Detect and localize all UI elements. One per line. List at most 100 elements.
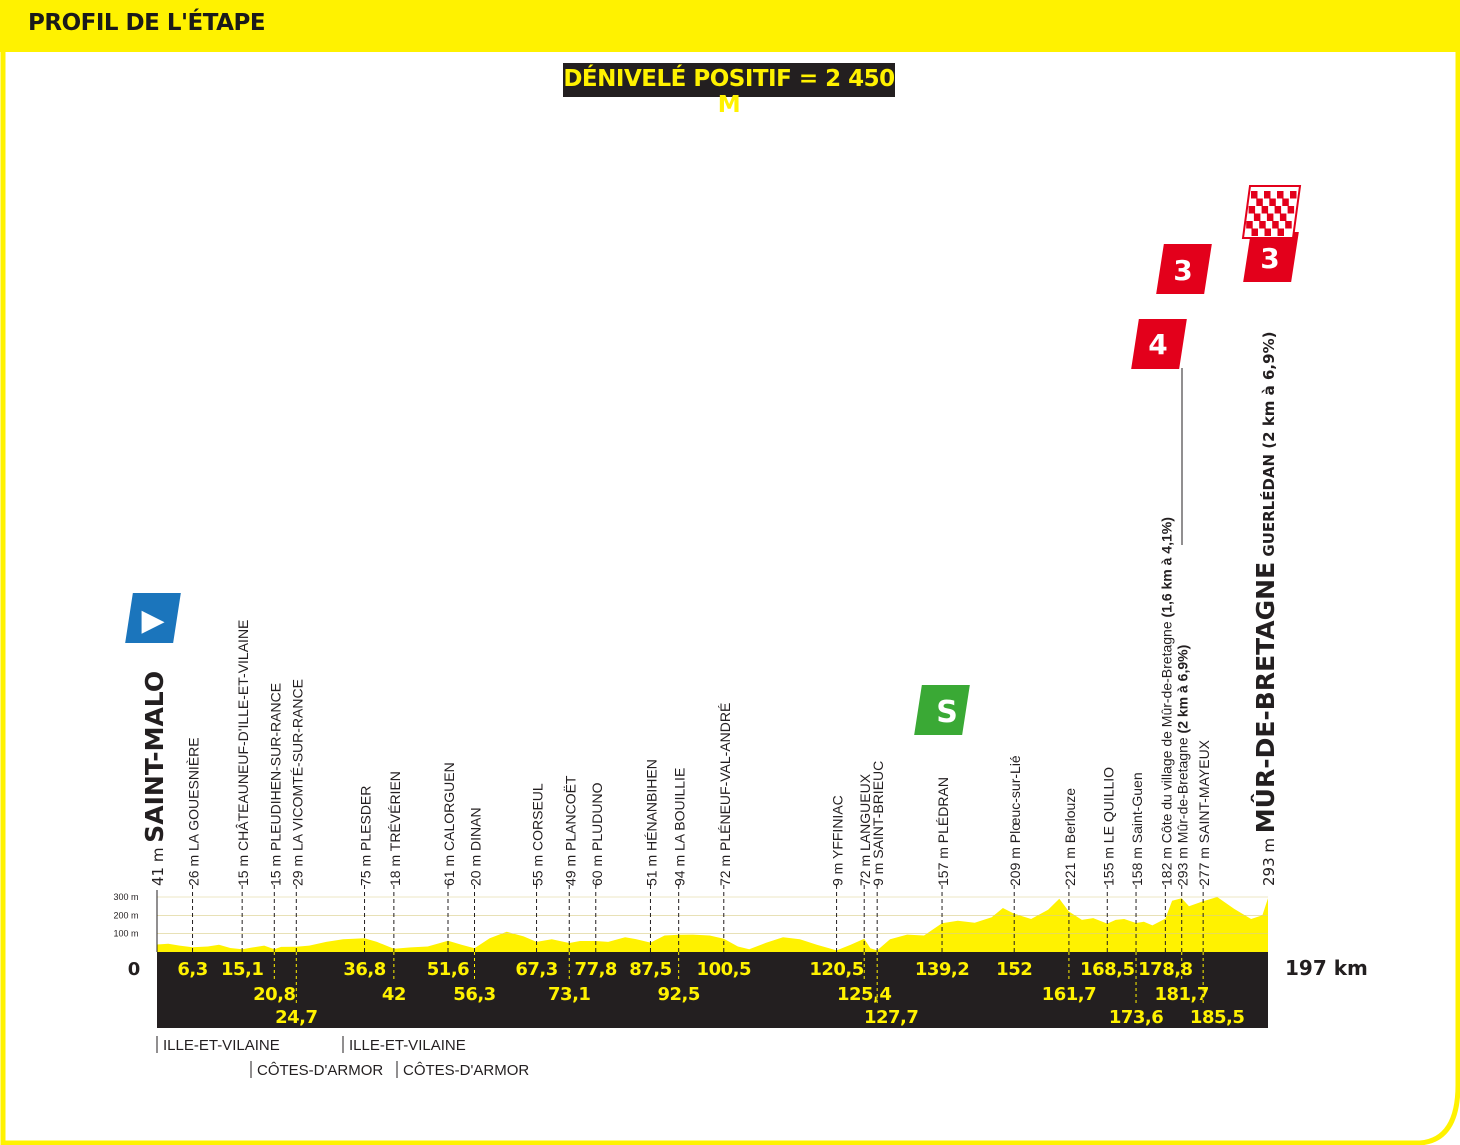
page-title: PROFIL DE L'ÉTAPE bbox=[28, 10, 266, 36]
waypoint-km-label: 185,5 bbox=[1190, 1007, 1244, 1028]
waypoint-km-label: 168,5 bbox=[1080, 959, 1134, 980]
waypoint-km-label: 87,5 bbox=[629, 959, 671, 980]
waypoint-label-group: 75 m PLESDER bbox=[358, 786, 374, 886]
waypoint-label: 293 m Mûr-de-Bretagne (2 km à 6,9%) bbox=[1175, 645, 1191, 886]
waypoint-name: Plœuc-sur-Lié bbox=[1007, 755, 1023, 843]
waypoint-label: 15 m CHÂTEAUNEUF-D'ILLE-ET-VILAINE bbox=[235, 620, 251, 886]
waypoint-extra: (1,6 km à 4,1%) bbox=[1158, 517, 1174, 621]
waypoint-label-group: 55 m CORSEUL bbox=[530, 783, 546, 886]
waypoint-altitude: 221 m bbox=[1062, 843, 1078, 886]
finish-flag-square bbox=[1256, 198, 1263, 206]
waypoint-label: 72 m LANGUEUX bbox=[857, 773, 873, 886]
finish-flag-square bbox=[1274, 206, 1282, 214]
finish-flag-square bbox=[1279, 213, 1287, 221]
waypoint-label-group: 277 m SAINT-MAYEUX bbox=[1196, 739, 1212, 886]
y-tick-label: 200 m bbox=[113, 910, 138, 920]
waypoint-name: PLUDUNO bbox=[589, 782, 605, 851]
waypoint-km-label: 42 bbox=[382, 984, 406, 1005]
waypoint-label: 94 m LA BOUILLIE bbox=[672, 768, 688, 886]
waypoint-km-label: 120,5 bbox=[809, 959, 863, 980]
waypoint-label-group: 15 m CHÂTEAUNEUF-D'ILLE-ET-VILAINE bbox=[235, 620, 251, 886]
waypoint-label: 293 m MÛR-DE-BRETAGNE GUERLÉDAN (2 km à … bbox=[1250, 332, 1280, 886]
waypoint-label-group: 49 m PLANCOËT bbox=[562, 775, 578, 886]
waypoint-name: CHÂTEAUNEUF-D'ILLE-ET-VILAINE bbox=[235, 620, 251, 851]
waypoint-name: YFFINIAC bbox=[830, 795, 846, 859]
waypoint-name: LE QUILLIO bbox=[1100, 767, 1116, 843]
waypoint-label: 9 m YFFINIAC bbox=[830, 795, 846, 886]
waypoint-altitude: 49 m bbox=[562, 851, 578, 886]
waypoint-km-label: 92,5 bbox=[657, 984, 699, 1005]
finish-flag-square bbox=[1253, 213, 1261, 221]
sprint-label: S bbox=[936, 695, 958, 730]
waypoint-km-label: 67,3 bbox=[515, 959, 557, 980]
waypoint-altitude: 293 m bbox=[1260, 833, 1278, 886]
waypoint-name: MÛR-DE-BRETAGNE bbox=[1250, 562, 1280, 833]
kom-cat3-finish-label: 3 bbox=[1260, 242, 1279, 275]
waypoint-name: PLÉDRAN bbox=[935, 777, 951, 843]
waypoint-name: DINAN bbox=[468, 807, 484, 851]
waypoint-altitude: 157 m bbox=[935, 843, 951, 886]
waypoint-label-group: 72 m PLÉNEUF-VAL-ANDRÉ bbox=[717, 703, 733, 886]
x-end-label: 197 km bbox=[1285, 956, 1368, 980]
waypoint-extra: (2 km à 6,9%) bbox=[1175, 645, 1191, 738]
waypoint-name: PLÉNEUF-VAL-ANDRÉ bbox=[717, 703, 733, 851]
finish-flag-square bbox=[1277, 228, 1284, 236]
header-bar: PROFIL DE L'ÉTAPE bbox=[0, 0, 1460, 52]
waypoint-altitude: 155 m bbox=[1100, 843, 1116, 886]
elevation-gain-banner: DÉNIVELÉ POSITIF = 2 450 M bbox=[563, 63, 895, 118]
waypoint-label: 29 m LA VICOMTÉ-SUR-RANCE bbox=[289, 679, 305, 886]
waypoint-name: Saint-Guen bbox=[1129, 772, 1145, 843]
waypoint-altitude: 94 m bbox=[672, 851, 688, 886]
waypoint-label-group: 51 m HÉNANBIHEN bbox=[643, 759, 659, 886]
waypoint-km-label: 125,4 bbox=[837, 984, 891, 1005]
waypoint-altitude: 51 m bbox=[643, 851, 659, 886]
start-arrow-icon: ▶ bbox=[141, 603, 164, 638]
waypoint-label-group: 9 m YFFINIAC bbox=[830, 795, 846, 886]
waypoint-altitude: 182 m bbox=[1158, 843, 1174, 886]
start-flag-icon bbox=[122, 591, 184, 645]
waypoint-altitude: 61 m bbox=[441, 851, 457, 886]
waypoint-name: Mûr-de-Bretagne bbox=[1175, 737, 1191, 843]
waypoint-label: 158 m Saint-Guen bbox=[1129, 772, 1145, 886]
waypoint-label: 60 m PLUDUNO bbox=[589, 782, 605, 886]
waypoint-label: 221 m Berlouze bbox=[1062, 788, 1078, 886]
finish-flag-square bbox=[1259, 221, 1266, 229]
kom-cat3-flag-icon bbox=[1153, 242, 1215, 296]
x-start-label: 0 bbox=[128, 959, 141, 980]
waypoint-altitude: 277 m bbox=[1196, 843, 1212, 886]
waypoint-name: LA BOUILLIE bbox=[672, 768, 688, 851]
finish-flag-icon bbox=[1241, 185, 1302, 239]
waypoint-altitude: 41 m bbox=[149, 843, 167, 886]
waypoint-altitude: 26 m bbox=[186, 851, 202, 886]
waypoint-label-group: 20 m DINAN bbox=[468, 807, 484, 886]
waypoint-name: Berlouze bbox=[1062, 788, 1078, 843]
waypoint-name: SAINT-MALO bbox=[140, 671, 169, 843]
waypoint-name: SAINT-MAYEUX bbox=[1196, 739, 1212, 843]
waypoint-km-label: 51,6 bbox=[427, 959, 469, 980]
waypoint-altitude: 20 m bbox=[468, 851, 484, 886]
waypoint-km-label: 181,7 bbox=[1154, 984, 1208, 1005]
waypoint-name: PLESDER bbox=[358, 786, 374, 851]
waypoint-label: 182 m Côte du village de Mûr-de-Bretagne… bbox=[1158, 517, 1174, 886]
finish-flag-square bbox=[1264, 228, 1271, 236]
department-label: CÔTES-D'ARMOR bbox=[257, 1062, 383, 1079]
waypoint-label: 61 m CALORGUEN bbox=[441, 762, 457, 886]
finish-flag-square bbox=[1272, 221, 1279, 229]
waypoint-km-label: 173,6 bbox=[1109, 1007, 1163, 1028]
waypoint-km-label: 56,3 bbox=[453, 984, 495, 1005]
waypoint-label: 15 m PLEUDIHEN-SUR-RANCE bbox=[267, 683, 283, 886]
waypoint-label-group: 18 m TRÉVÉRIEN bbox=[387, 771, 403, 886]
waypoint-km-label: 161,7 bbox=[1042, 984, 1096, 1005]
waypoint-km-label: 152 bbox=[996, 959, 1032, 980]
waypoint-name: PLEUDIHEN-SUR-RANCE bbox=[267, 683, 283, 851]
waypoint-km-label: 73,1 bbox=[548, 984, 590, 1005]
finish-flag-square bbox=[1282, 198, 1289, 206]
waypoint-label-group: 26 m LA GOUESNIÈRE bbox=[186, 737, 202, 886]
waypoint-altitude: 293 m bbox=[1175, 843, 1191, 886]
finish-flag-square bbox=[1251, 191, 1258, 199]
department-label: CÔTES-D'ARMOR bbox=[403, 1062, 529, 1079]
waypoint-label: 277 m SAINT-MAYEUX bbox=[1196, 739, 1212, 886]
waypoint-km-label: 36,8 bbox=[343, 959, 385, 980]
